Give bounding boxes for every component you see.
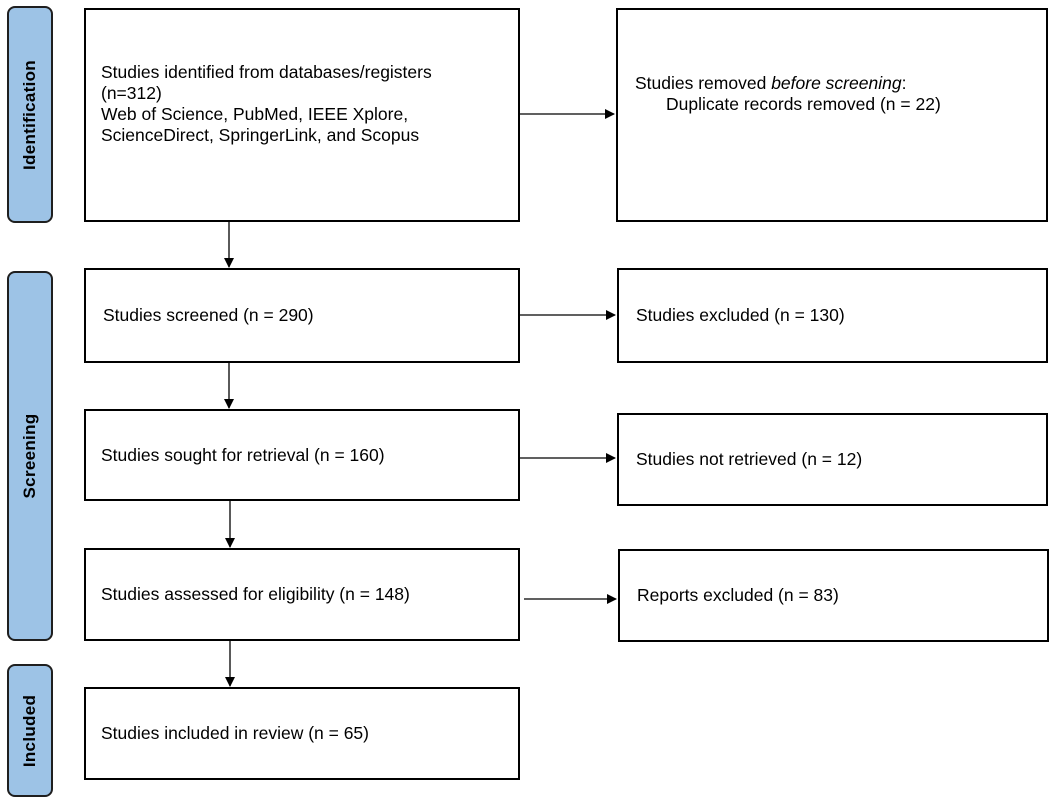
identification-phase-bar: Identification <box>7 6 53 223</box>
duplicate-records-text: Duplicate records removed (n = 22) <box>666 94 941 114</box>
not-retrieved-text: Studies not retrieved (n = 12) <box>636 449 863 469</box>
assessed-eligibility-box: Studies assessed for eligibility (n = 14… <box>84 548 520 641</box>
screened-box: Studies screened (n = 290) <box>84 268 520 363</box>
identified-records-text: Studies identified from databases/regist… <box>101 62 432 82</box>
removed-before-screening-emphasis: before screening <box>771 73 902 93</box>
identified-databases-text-2: ScienceDirect, SpringerLink, and Scopus <box>101 125 420 145</box>
screening-phase-bar: Screening <box>7 271 53 641</box>
not-retrieved-box: Studies not retrieved (n = 12) <box>617 413 1048 506</box>
removed-before-screening-heading: Studies removed before screening: <box>635 73 907 93</box>
assessed-eligibility-text: Studies assessed for eligibility (n = 14… <box>101 584 410 604</box>
sought-retrieval-text: Studies sought for retrieval (n = 160) <box>101 444 385 465</box>
sought-retrieval-box: Studies sought for retrieval (n = 160) <box>84 409 520 501</box>
screened-text: Studies screened (n = 290) <box>103 305 314 325</box>
reports-excluded-box: Reports excluded (n = 83) <box>618 549 1049 642</box>
included-review-text: Studies included in review (n = 65) <box>101 723 369 743</box>
removed-before-screening-box: Studies removed before screening: Duplic… <box>616 8 1048 222</box>
excluded-text: Studies excluded (n = 130) <box>636 305 845 325</box>
identified-databases-text-1: Web of Science, PubMed, IEEE Xplore, <box>101 104 409 124</box>
included-phase-label: Included <box>20 694 39 767</box>
included-phase-bar: Included <box>7 664 53 797</box>
screening-phase-label: Screening <box>20 413 39 499</box>
included-review-box: Studies included in review (n = 65) <box>84 687 520 780</box>
identified-records-box: Studies identified from databases/regist… <box>84 8 520 222</box>
identified-records-count: (n=312) <box>101 83 162 103</box>
excluded-box: Studies excluded (n = 130) <box>617 268 1048 363</box>
reports-excluded-text: Reports excluded (n = 83) <box>637 585 839 605</box>
identification-phase-label: Identification <box>20 59 39 170</box>
